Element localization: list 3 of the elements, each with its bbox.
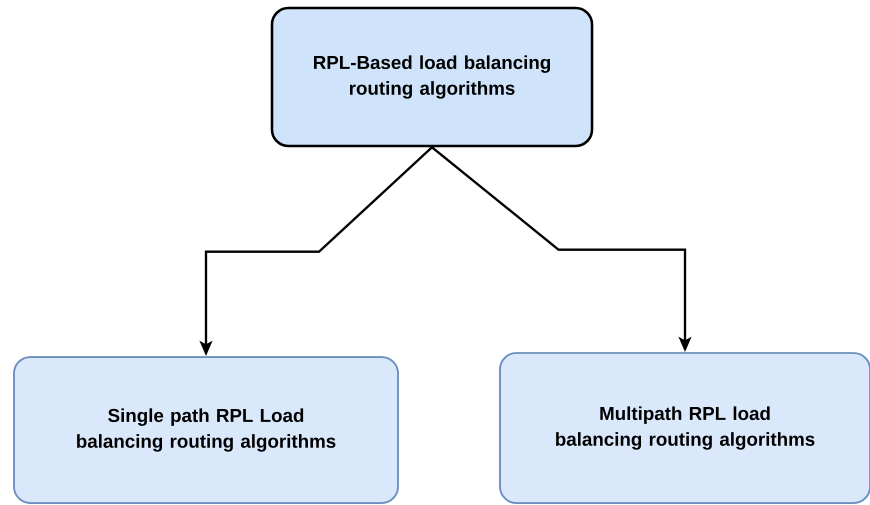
process-box: RPL-Based load balancing routing algorithms [270,6,594,148]
process-box: Multipath RPL load balancing routing algorithms [499,352,870,504]
process-box: Single path RPL Load balancing routing algorithms [13,356,399,504]
